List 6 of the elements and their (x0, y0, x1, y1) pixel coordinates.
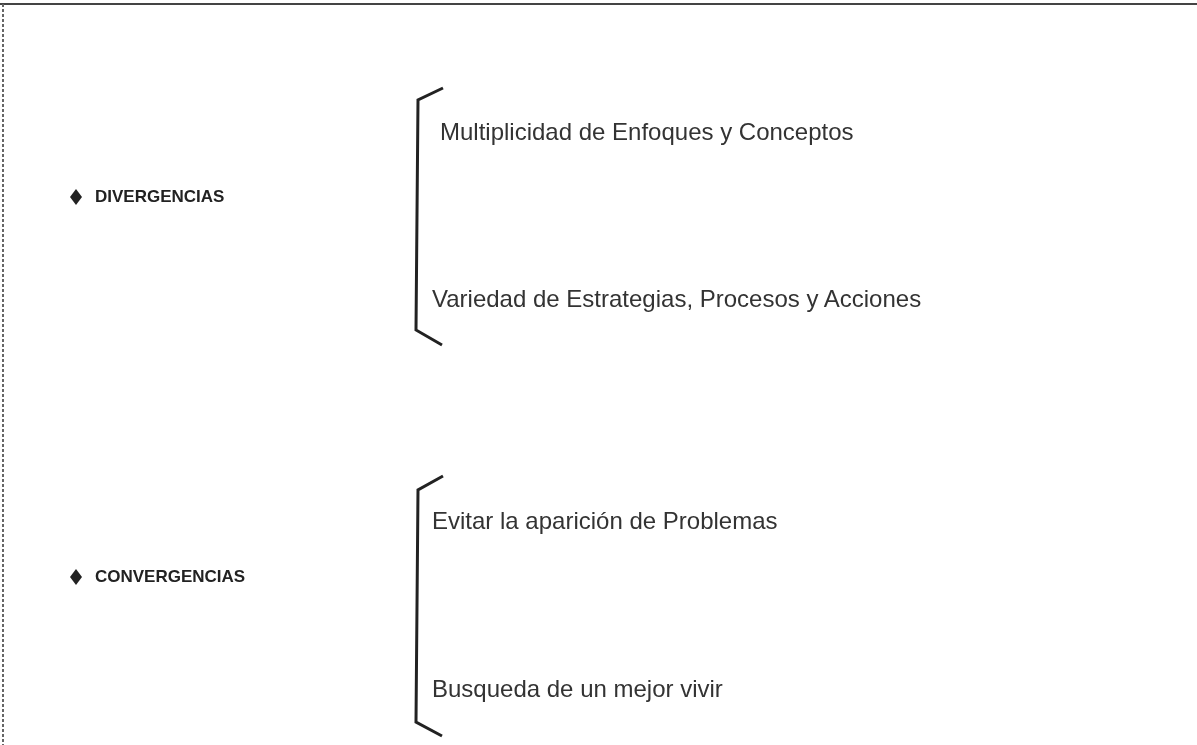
item-text: Evitar la aparición de Problemas (432, 507, 778, 535)
heading-label: DIVERGENCIAS (95, 187, 225, 207)
item-text: Busqueda de un mejor vivir (432, 675, 723, 703)
item-text: Variedad de Estrategias, Procesos y Acciones (432, 285, 922, 313)
heading-label: CONVERGENCIAS (95, 567, 246, 587)
item-text: Multiplicidad de Enfoques y Conceptos (440, 118, 854, 146)
